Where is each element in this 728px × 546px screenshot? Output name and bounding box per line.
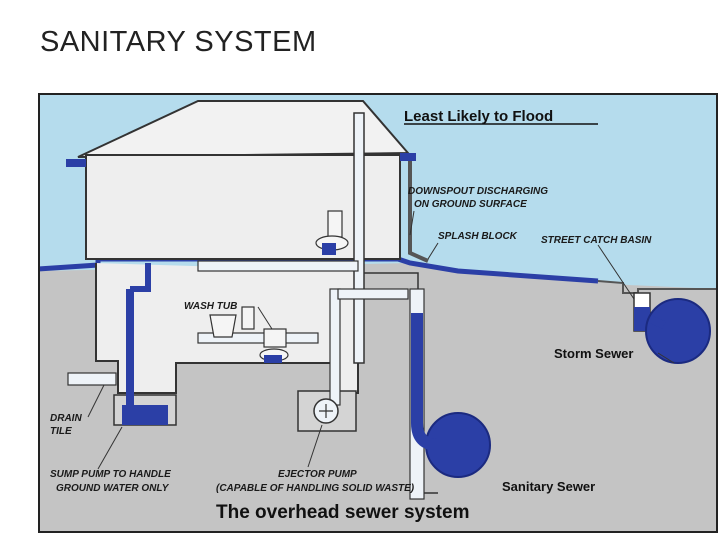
downspout-label-1: DOWNSPOUT DISCHARGING (408, 186, 548, 197)
drain-tile-pipe (67, 372, 117, 386)
ejector-pump-label-1: EJECTOR PUMP (278, 469, 357, 480)
drain-tile-label-1: DRAIN (50, 413, 82, 424)
diagram-caption: The overhead sewer system (216, 502, 469, 523)
sump-pump-label-1: SUMP PUMP TO HANDLE (50, 469, 171, 480)
vent-stack-pipe (353, 112, 365, 364)
drain-tile-label-2: TILE (50, 426, 72, 437)
downspout-label-2: ON GROUND SURFACE (414, 199, 527, 210)
basement-toilet (259, 328, 289, 363)
wash-tub-label: WASH TUB (184, 301, 237, 312)
left-gutter (66, 159, 86, 167)
ejector-pump (313, 398, 339, 424)
slide-title: SANITARY SYSTEM (40, 26, 317, 58)
upper-toilet (315, 210, 349, 255)
house-upper-floor (85, 154, 401, 260)
street-catch-basin-label: STREET CATCH BASIN (541, 235, 652, 246)
sump-pump-label-2: GROUND WATER ONLY (56, 483, 170, 494)
storm-line (648, 315, 666, 329)
sanitary-sewer-label: Sanitary Sewer (502, 479, 595, 494)
sewer-diagram: Least Likely to Flood DOWNSPOUT DISCHARG… (38, 93, 718, 533)
sump-water (122, 405, 168, 425)
overhead-sewer-line (197, 260, 359, 272)
sanitary-line (411, 313, 439, 451)
right-gutter (400, 153, 416, 161)
ejector-pump-label-2: (CAPABLE OF HANDLING SOLID WASTE) (216, 483, 415, 494)
basement-plumbing (197, 288, 409, 406)
splash-block-label: SPLASH BLOCK (438, 231, 518, 242)
diagram-heading: Least Likely to Flood (404, 108, 553, 125)
downspout (408, 161, 429, 263)
storm-sewer-pipe (645, 298, 711, 364)
wash-tub (209, 306, 255, 338)
diagram-border (38, 93, 718, 533)
storm-sewer-label: Storm Sewer (554, 346, 633, 361)
